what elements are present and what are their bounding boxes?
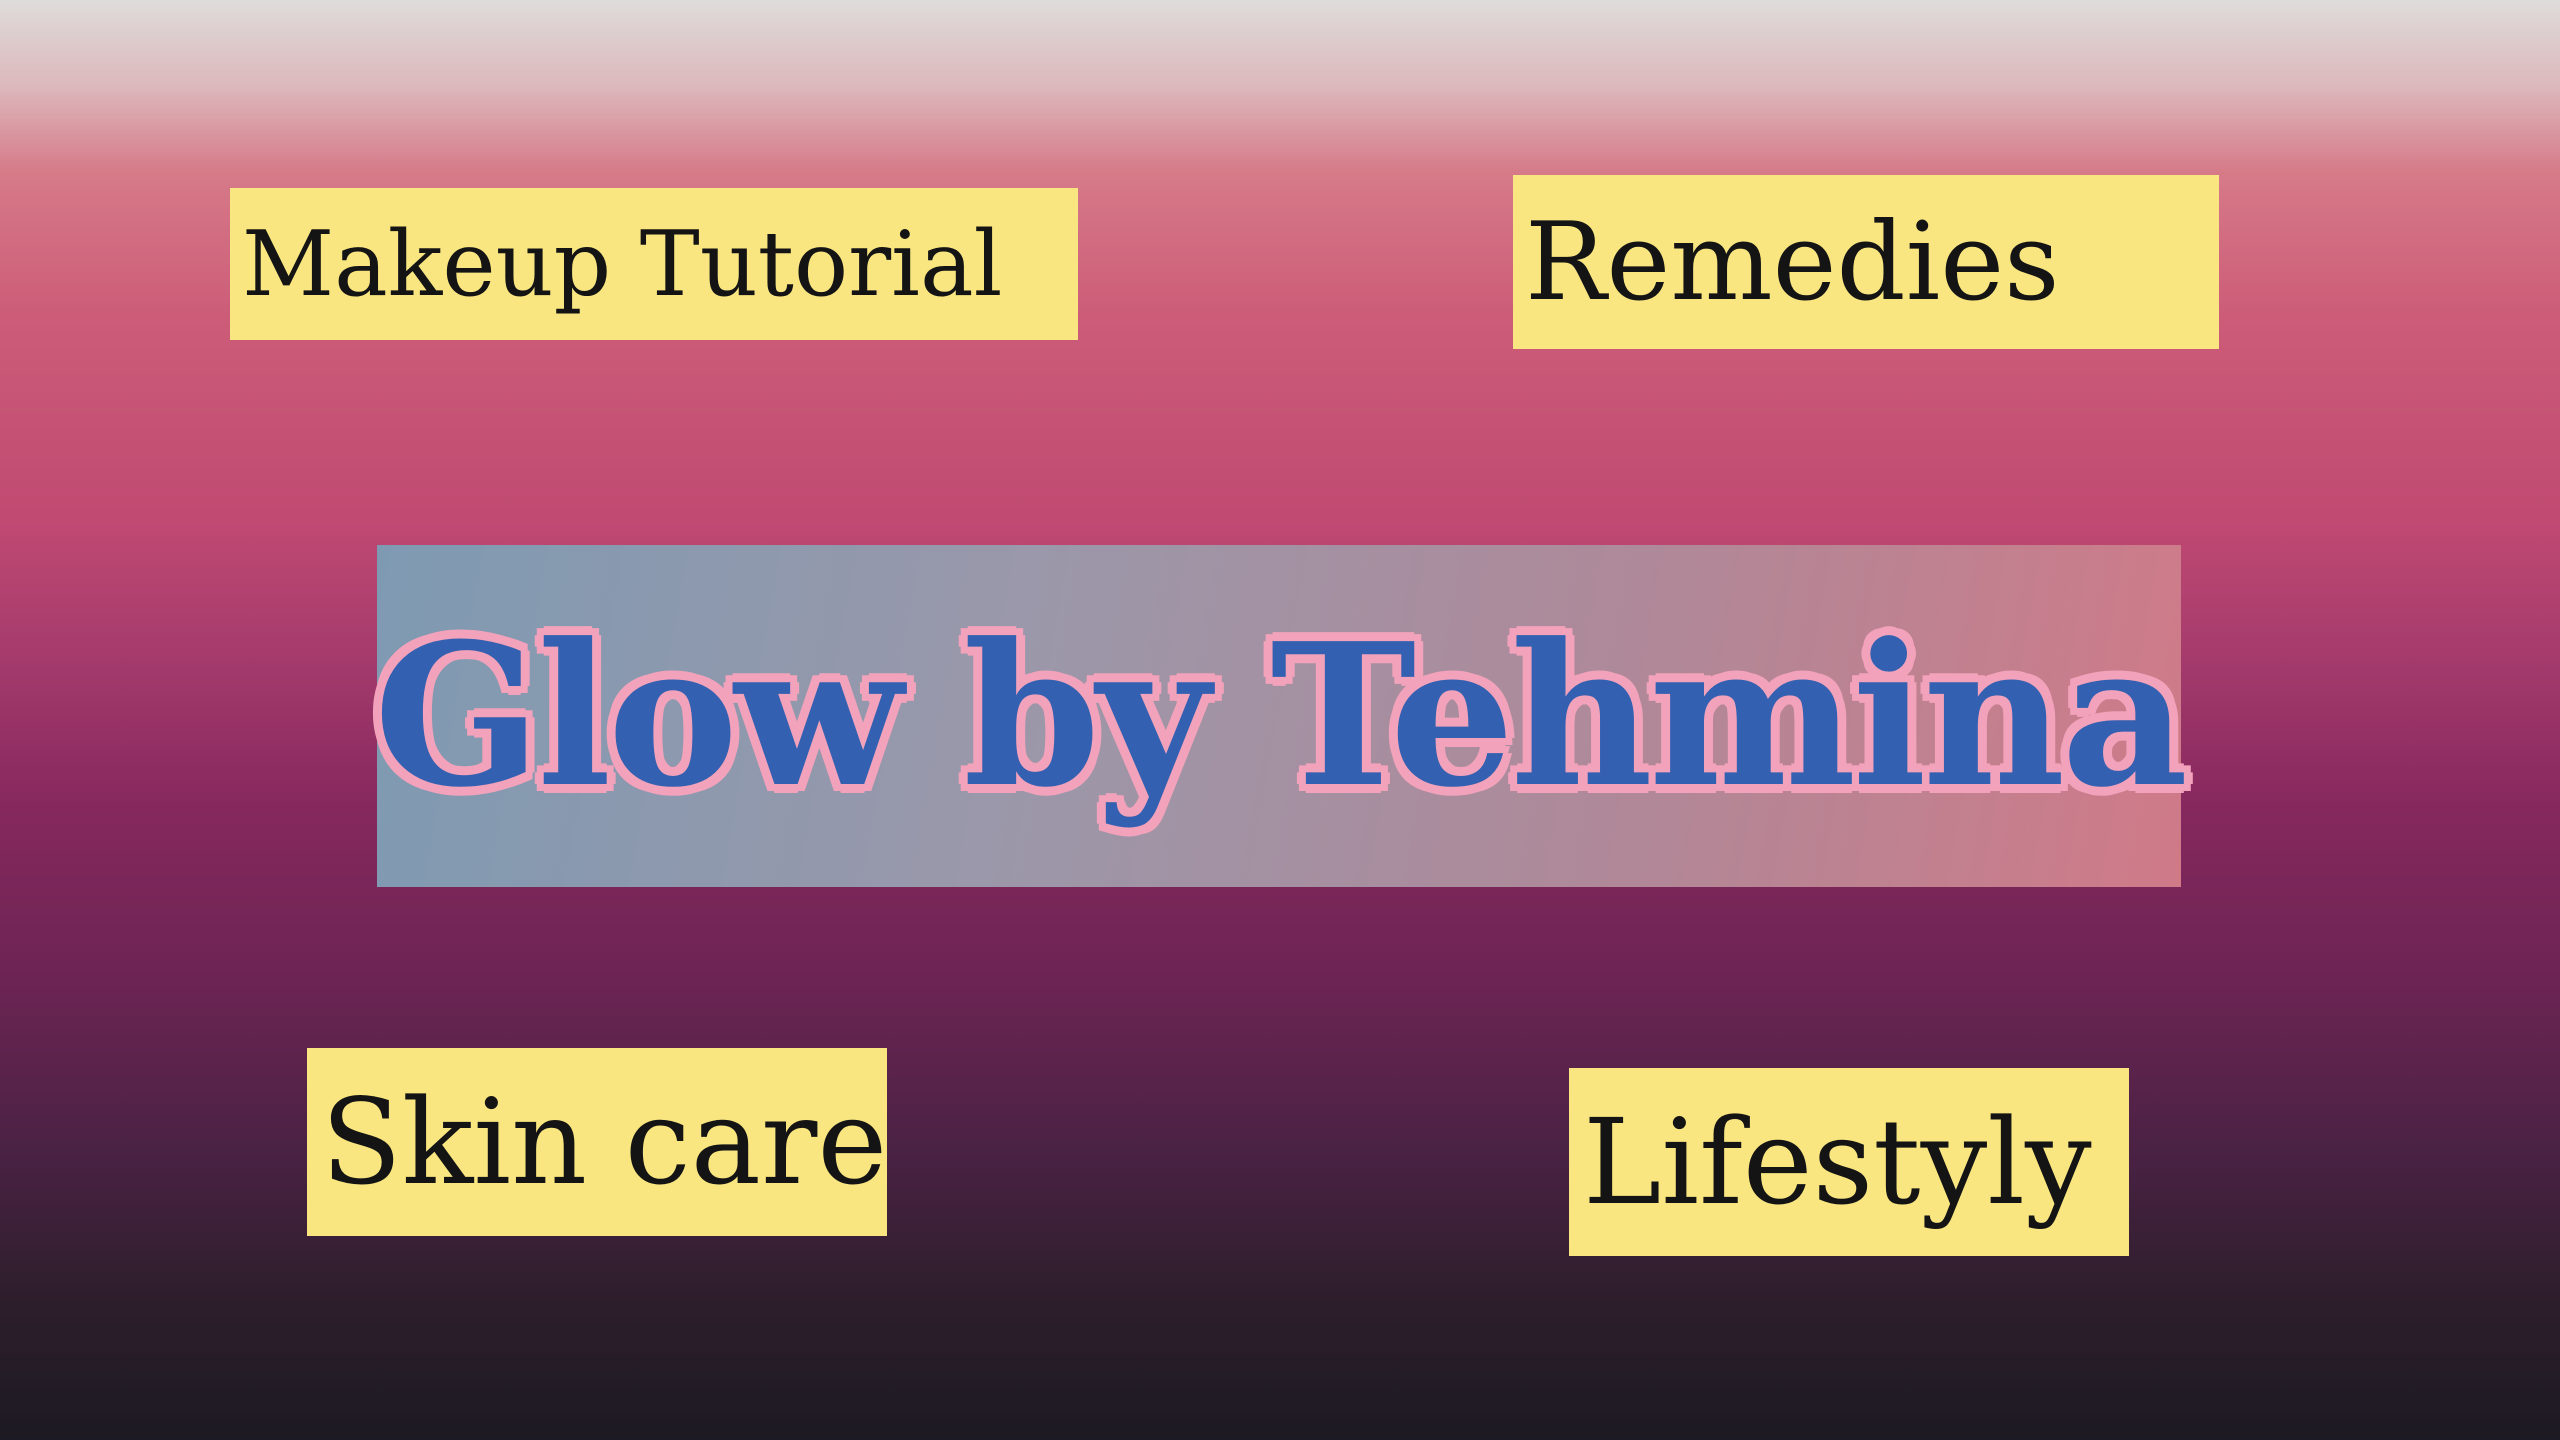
title-banner: Glow by Tehmina: [374, 545, 2188, 887]
tag-remedies: Remedies: [1513, 175, 2219, 349]
tag-lifestyle: Lifestyly: [1569, 1068, 2129, 1256]
tag-label: Makeup Tutorial: [242, 211, 1003, 317]
tag-makeup-tutorial: Makeup Tutorial: [230, 188, 1078, 340]
tag-label: Remedies: [1525, 199, 2060, 325]
channel-title: Glow by Tehmina: [373, 601, 2189, 831]
tag-label: Lifestyly: [1583, 1093, 2092, 1231]
tag-label: Skin care: [321, 1073, 888, 1211]
tag-skin-care: Skin care: [307, 1048, 887, 1236]
